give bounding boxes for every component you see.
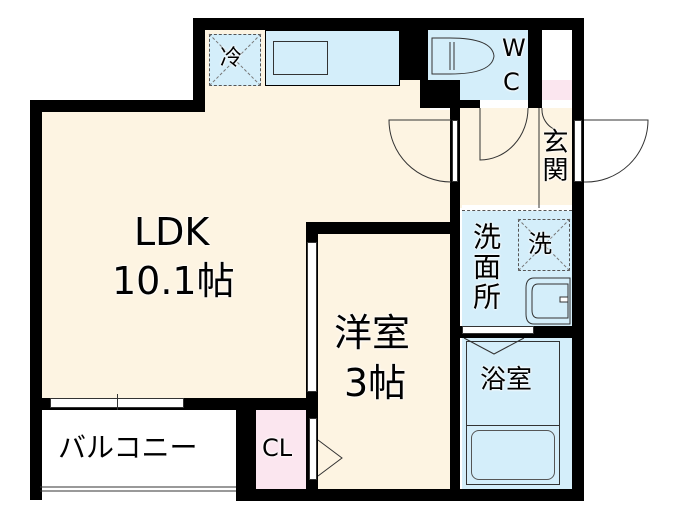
closet-label: CL <box>262 434 293 462</box>
wall-bottom <box>236 489 580 501</box>
washing-machine-cross-icon <box>517 218 571 272</box>
wall-hall-left <box>450 108 460 490</box>
bath-door-swing-icon <box>463 337 525 355</box>
wash-basin-icon <box>525 277 571 325</box>
bathroom-floor <box>462 338 572 490</box>
shoebox-opening <box>542 100 572 108</box>
balcony-label: バルコニー <box>58 431 198 464</box>
refrigerator-label: 冷 <box>220 46 243 71</box>
wall-kitchen-left <box>193 18 205 110</box>
washing-machine-space <box>518 219 570 271</box>
ldk-size: 10.1帖 <box>112 259 235 303</box>
closet-door-swing-icon <box>317 439 343 477</box>
bathroom-label: 浴室 <box>480 365 533 395</box>
closet-floor <box>255 408 307 490</box>
balcony-window-divider <box>117 394 118 410</box>
refrigerator-cross-icon <box>208 33 262 87</box>
balcony-rail <box>40 486 236 492</box>
room-sliding-door <box>307 242 317 392</box>
bath-door-opening <box>462 326 534 334</box>
entrance-door-swing-icon <box>583 119 649 183</box>
entrance-door-opening <box>574 120 582 182</box>
kitchen-counter <box>265 30 400 86</box>
wall-toilet-left <box>400 18 428 80</box>
ldk-name: LDK <box>134 210 210 254</box>
toilet-door-opening <box>480 100 528 108</box>
western-room-name: 洋室 <box>334 311 411 355</box>
entrance-step-line <box>538 108 540 208</box>
wall-right <box>572 18 584 501</box>
washing-machine-label: 洗 <box>528 230 552 258</box>
hall-door-swing-icon <box>388 119 452 183</box>
shoe-box <box>542 80 574 102</box>
toilet-icon <box>431 37 495 75</box>
kitchen-sink <box>273 41 328 75</box>
western-room-size: 3帖 <box>344 361 407 405</box>
hall-floor <box>460 108 575 208</box>
closet-door <box>309 418 317 480</box>
bathtub-frame <box>466 425 560 485</box>
wall-closet-left <box>236 398 256 498</box>
toilet-label-c: C <box>503 68 520 96</box>
entrance-label: 玄関 <box>538 128 568 184</box>
wall-top-kitchen <box>193 18 580 30</box>
toilet-label-w: W <box>502 34 526 62</box>
wall-left <box>30 100 42 500</box>
bathtub <box>471 430 555 480</box>
wall-ldk-top <box>30 100 205 112</box>
wall-toilet-right <box>528 18 542 102</box>
shoebox-door-swing-icon <box>541 107 557 131</box>
wall-room-top <box>306 222 460 234</box>
washroom-label: 洗面所 <box>469 222 502 312</box>
toilet-door-swing-icon <box>479 107 529 161</box>
washroom-door-opening <box>462 205 572 211</box>
western-room-floor <box>318 232 458 490</box>
hall-door-opening <box>452 120 458 182</box>
